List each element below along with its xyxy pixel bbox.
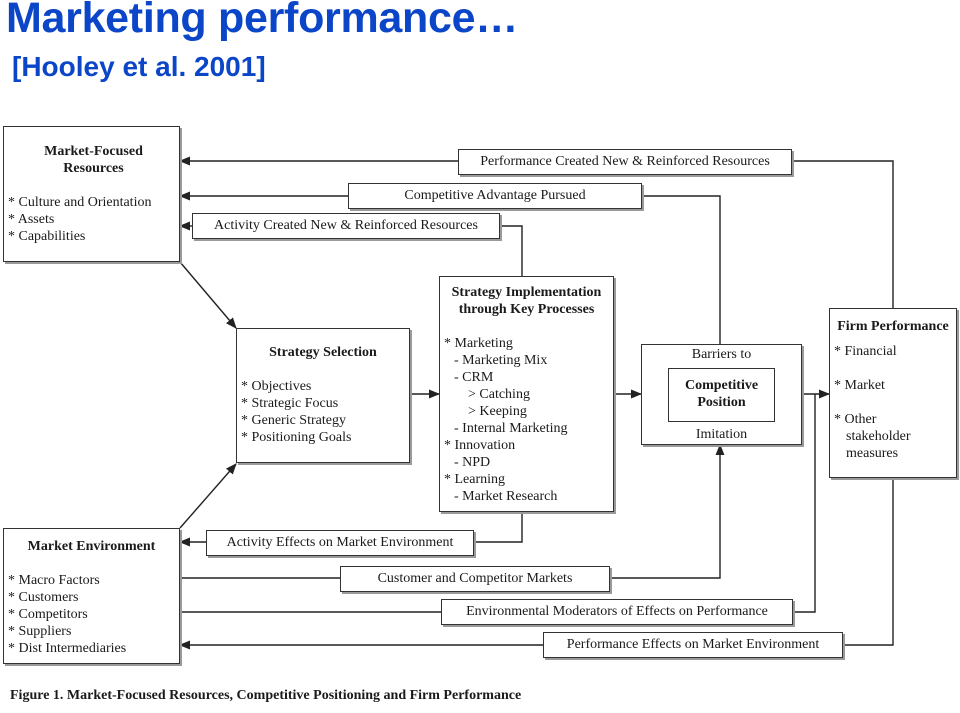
market-environment-item: * Competitors — [8, 607, 88, 622]
connector-moderators-to-performance — [793, 394, 816, 613]
market-environment-title: Market Environment — [27, 539, 156, 554]
resources-title-line-1: Market-Focused — [44, 144, 143, 159]
strategy-selection-box: Strategy Selection * Objectives * Strate… — [236, 328, 410, 463]
resources-item: * Assets — [8, 212, 55, 227]
competitive-position-line-2: Position — [697, 395, 746, 410]
imitation-label: Imitation — [695, 427, 748, 442]
competitive-position-box: Barriers to Competitive Position Imitati… — [641, 344, 802, 445]
competitive-position-line-1: Competitive — [684, 378, 759, 393]
slide-title: Marketing performance… — [6, 0, 518, 42]
implementation-item: * Learning — [444, 472, 506, 487]
connector-markets-to-position — [610, 443, 725, 579]
firm-performance-item: * Financial — [834, 344, 897, 359]
strategy-selection-item: * Generic Strategy — [241, 413, 346, 428]
connector-performance-to-resources — [792, 160, 894, 308]
strategy-selection-items: * Objectives * Strategic Focus * Generic… — [241, 378, 405, 446]
firm-performance-item: * Other — [834, 412, 877, 427]
flow-label-performance-resources: Performance Created New & Reinforced Res… — [458, 149, 792, 175]
market-environment-box: Market Environment * Macro Factors * Cus… — [3, 528, 180, 664]
firm-performance-item: measures — [846, 446, 899, 461]
connector-implementation-to-effects — [474, 512, 523, 543]
implementation-title-line-2: through Key Processes — [458, 302, 595, 317]
figure-caption: Figure 1. Market-Focused Resources, Comp… — [10, 688, 522, 703]
market-environment-item: * Macro Factors — [8, 573, 100, 588]
firm-performance-item: stakeholder — [846, 429, 911, 444]
connector-performance-to-effects — [843, 478, 894, 646]
implementation-item: - Marketing Mix — [454, 353, 548, 368]
market-environment-item: * Customers — [8, 590, 79, 605]
strategy-selection-title: Strategy Selection — [269, 345, 377, 360]
implementation-item: > Keeping — [468, 404, 527, 419]
market-environment-item: * Suppliers — [8, 624, 72, 639]
firm-performance-box: Firm Performance * Financial * Market * … — [829, 308, 957, 478]
market-environment-items: * Macro Factors * Customers * Competitor… — [8, 572, 175, 657]
implementation-item: * Marketing — [444, 336, 513, 351]
connector-environment-to-selection — [179, 463, 237, 529]
resources-box: Market-Focused Resources * Culture and O… — [3, 126, 180, 262]
firm-performance-title: Firm Performance — [837, 319, 949, 334]
connector-position-to-advantage — [642, 195, 721, 344]
competitive-position-inner: Competitive Position — [668, 368, 775, 422]
implementation-item: - CRM — [454, 370, 494, 385]
implementation-item: - Market Research — [454, 489, 558, 504]
resources-title-line-2: Resources — [63, 161, 124, 176]
implementation-title: Strategy Implementation through Key Proc… — [444, 284, 609, 318]
flow-label-advantage: Competitive Advantage Pursued — [348, 183, 642, 209]
implementation-items: * Marketing - Marketing Mix - CRM > Catc… — [444, 335, 609, 505]
strategy-selection-item: * Strategic Focus — [241, 396, 339, 411]
market-environment-item: * Dist Intermediaries — [8, 641, 127, 656]
implementation-item: > Catching — [468, 387, 530, 402]
connector-resources-to-selection — [179, 261, 237, 329]
firm-performance-item: * Market — [834, 378, 885, 393]
resources-title: Market-Focused Resources — [8, 143, 173, 177]
implementation-item: - NPD — [454, 455, 491, 470]
firm-performance-items: * Financial * Market * Other stakeholder… — [834, 343, 952, 462]
slide-subtitle: [Hooley et al. 2001] — [12, 51, 266, 82]
flow-label-activity-effects: Activity Effects on Market Environment — [206, 530, 474, 556]
implementation-title-line-1: Strategy Implementation — [451, 285, 602, 300]
flow-label-activity-resources: Activity Created New & Reinforced Resour… — [192, 213, 500, 239]
connector-implementation-to-activity — [500, 225, 523, 276]
barriers-label: Barriers to — [691, 347, 752, 362]
implementation-box: Strategy Implementation through Key Proc… — [439, 276, 614, 512]
strategy-selection-item: * Positioning Goals — [241, 430, 352, 445]
flow-label-customer-markets: Customer and Competitor Markets — [340, 566, 610, 592]
flow-label-performance-effects: Performance Effects on Market Environmen… — [543, 632, 843, 658]
resources-item: * Capabilities — [8, 229, 86, 244]
resources-items: * Culture and Orientation * Assets * Cap… — [8, 194, 173, 245]
implementation-item: * Innovation — [444, 438, 516, 453]
strategy-selection-item: * Objectives — [241, 379, 312, 394]
resources-item: * Culture and Orientation — [8, 195, 152, 210]
implementation-item: - Internal Marketing — [454, 421, 568, 436]
flow-label-moderators: Environmental Moderators of Effects on P… — [441, 599, 793, 625]
